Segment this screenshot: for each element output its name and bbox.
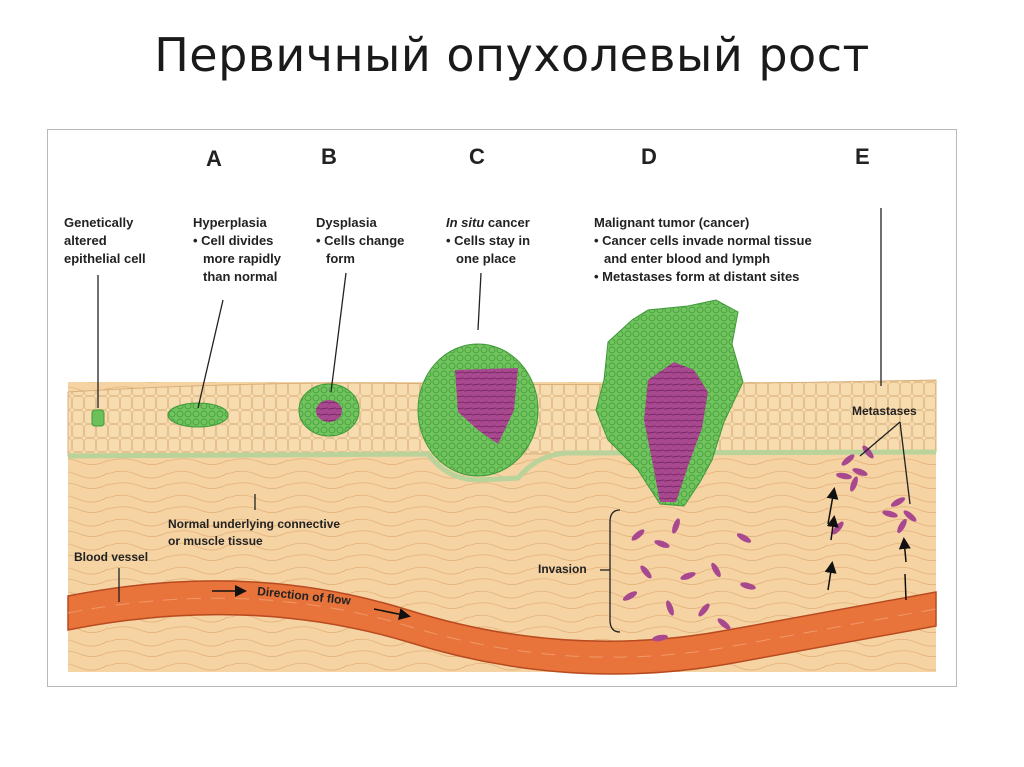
stage-letter-e: E bbox=[855, 144, 870, 169]
label-altered-line2: altered bbox=[64, 233, 107, 248]
in-situ-bullet1: • Cells stay in bbox=[446, 233, 531, 248]
malignant-title: Malignant tumor (cancer) bbox=[594, 215, 750, 230]
stage-letter-b: B bbox=[321, 144, 337, 169]
in-situ-italic: In situ bbox=[446, 215, 485, 230]
metastases-cells bbox=[832, 445, 917, 535]
label-malignant: Malignant tumor (cancer) • Cancer cells … bbox=[594, 214, 812, 286]
tumor-growth-diagram: A B C D E Genetically altered epithelial… bbox=[47, 129, 957, 687]
diagram-illustration bbox=[67, 208, 937, 675]
hyperplasia-bullet1: • Cell divides bbox=[193, 233, 274, 248]
dysplasia-bullet2: form bbox=[326, 251, 355, 266]
in-situ-core bbox=[455, 368, 518, 444]
label-altered-line1: Genetically bbox=[64, 215, 134, 230]
malignant-bullet2: and enter blood and lymph bbox=[604, 251, 771, 266]
stage-letter-a: A bbox=[206, 146, 222, 171]
flow-arrows bbox=[212, 487, 911, 621]
dysplasia-title: Dysplasia bbox=[316, 215, 377, 230]
malignant-core bbox=[644, 362, 708, 502]
slide-title: Первичный опухолевый рост bbox=[154, 28, 870, 82]
in-situ-title: In situ cancer bbox=[446, 214, 530, 232]
connective-line2: or muscle tissue bbox=[168, 534, 263, 548]
label-blood-vessel: Blood vessel bbox=[74, 550, 149, 564]
label-hyperplasia: Hyperplasia • Cell divides more rapidly … bbox=[193, 214, 281, 286]
in-situ-rest: cancer bbox=[484, 215, 530, 230]
basement-membrane bbox=[67, 449, 937, 483]
malignant-bullet1: • Cancer cells invade normal tissue bbox=[594, 233, 812, 248]
label-altered-line3: epithelial cell bbox=[64, 251, 146, 266]
leader-lines bbox=[97, 208, 911, 633]
stage-letter-d: D bbox=[641, 144, 657, 169]
dysplasia-core bbox=[316, 400, 342, 422]
stage-letter-c: C bbox=[469, 144, 485, 169]
hyperplasia-title: Hyperplasia bbox=[193, 215, 267, 230]
altered-cell bbox=[91, 409, 105, 427]
label-in-situ: In situ cancer • Cells stay in one place bbox=[446, 214, 530, 268]
hyperplasia-cluster bbox=[167, 402, 229, 428]
label-invasion: Invasion bbox=[538, 562, 587, 576]
malignant-bullet3: • Metastases form at distant sites bbox=[594, 269, 800, 284]
dysplasia-bullet1: • Cells change bbox=[316, 233, 405, 248]
hyperplasia-bullet3: than normal bbox=[203, 269, 278, 284]
label-altered-cell: Genetically altered epithelial cell bbox=[64, 214, 146, 268]
label-connective-tissue: Normal underlying connective or muscle t… bbox=[168, 516, 340, 550]
in-situ-bullet2: one place bbox=[456, 251, 516, 266]
hyperplasia-bullet2: more rapidly bbox=[203, 251, 282, 266]
invading-cells bbox=[622, 518, 756, 642]
label-metastases: Metastases bbox=[852, 404, 917, 418]
label-dysplasia: Dysplasia • Cells change form bbox=[316, 214, 404, 268]
connective-line1: Normal underlying connective bbox=[168, 517, 341, 531]
